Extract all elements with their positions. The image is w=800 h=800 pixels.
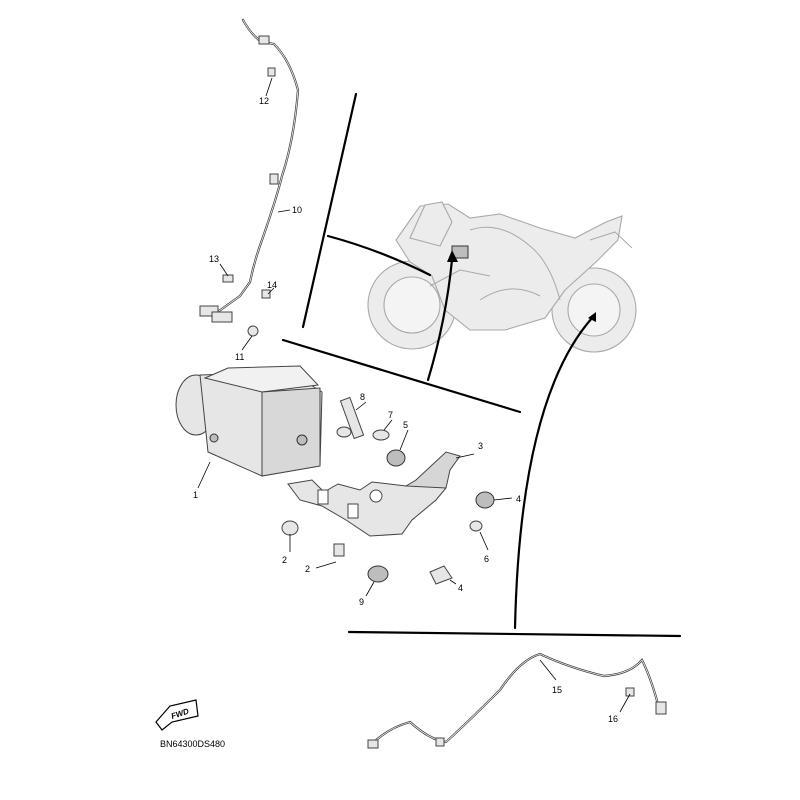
arrow-head-abs	[447, 250, 458, 262]
abs-hydraulic-unit	[175, 365, 323, 477]
callouts: 1 2 2 3 4 4 5 6 7 8 9 10 11 12 13 14 15 …	[193, 96, 618, 724]
rear-sensor-lead	[367, 652, 667, 749]
drawing-code: BN64300DS480	[160, 739, 225, 749]
arrow-head-rear	[588, 312, 596, 322]
callout-2: 2	[305, 564, 310, 574]
callout-10: 10	[292, 205, 302, 215]
callout-16: 16	[608, 714, 618, 724]
callout-1: 1	[193, 490, 198, 500]
callout-4: 4	[516, 494, 521, 504]
callout-8: 8	[360, 392, 365, 402]
motorcycle-outline	[367, 201, 637, 353]
callout-15: 15	[552, 685, 562, 695]
assembly-brackets	[281, 92, 682, 638]
callout-7: 7	[388, 410, 393, 420]
callout-11: 11	[235, 352, 244, 362]
fwd-arrow-badge: FWD	[155, 699, 199, 731]
callout-13: 13	[209, 254, 219, 264]
leader-lines	[197, 77, 631, 713]
callout-12: 12	[259, 96, 269, 106]
front-sensor-lead	[199, 18, 300, 337]
callout-14: 14	[267, 280, 277, 290]
callout-6: 6	[484, 554, 489, 564]
callout-3: 3	[478, 441, 483, 451]
callout-5: 5	[403, 420, 408, 430]
abs-bracket-assembly	[281, 396, 495, 585]
callout-4: 4	[458, 583, 463, 593]
callout-9: 9	[359, 597, 364, 607]
callout-2: 2	[282, 555, 287, 565]
